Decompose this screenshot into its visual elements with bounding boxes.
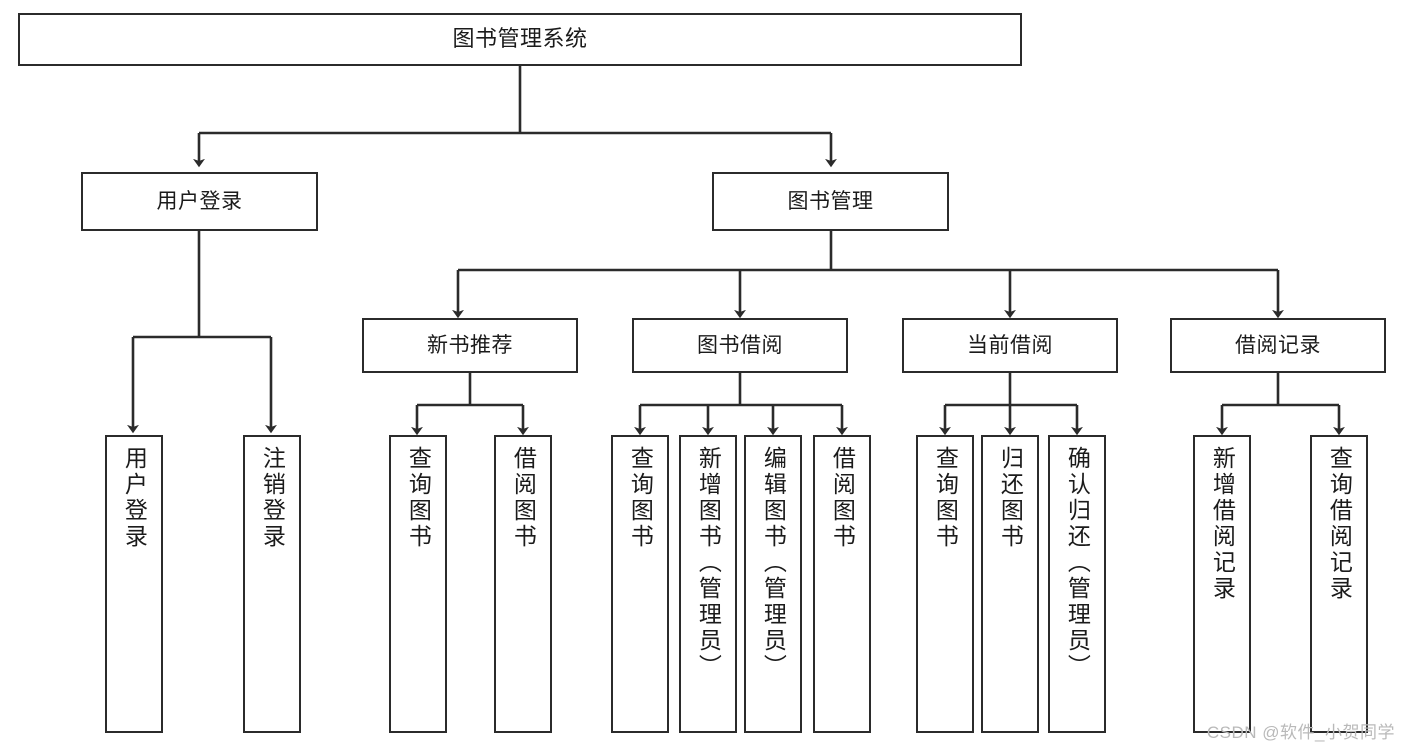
node-label: 查询图书 [405,446,432,550]
node-label: 图书管理 [787,189,874,213]
leaf-confirm-return-admin[interactable]: 确认归还（管理员） [1048,435,1106,733]
node-label: 查询图书 [627,446,654,550]
leaf-query-book-current[interactable]: 查询图书 [916,435,974,733]
node-label: 注销登录 [259,446,286,550]
leaf-add-borrow-record[interactable]: 新增借阅记录 [1193,435,1251,733]
node-user-login[interactable]: 用户登录 [81,172,318,231]
leaf-query-book-new[interactable]: 查询图书 [389,435,447,733]
leaf-query-book-borrow[interactable]: 查询图书 [611,435,669,733]
node-label: 当前借阅 [967,333,1053,357]
node-label: 图书借阅 [697,333,783,357]
node-label: 借阅图书 [829,446,856,550]
node-current-borrow[interactable]: 当前借阅 [902,318,1118,373]
node-book-borrow[interactable]: 图书借阅 [632,318,848,373]
node-label: 确认归还（管理员） [1064,446,1091,680]
leaf-edit-book-admin[interactable]: 编辑图书（管理员） [744,435,802,733]
node-label: 借阅记录 [1235,333,1321,357]
node-new-book-recommend[interactable]: 新书推荐 [362,318,578,373]
leaf-borrow-book[interactable]: 借阅图书 [813,435,871,733]
leaf-borrow-book-new[interactable]: 借阅图书 [494,435,552,733]
leaf-user-login[interactable]: 用户登录 [105,435,163,733]
node-label: 新增借阅记录 [1209,446,1236,602]
node-label: 查询图书 [932,446,959,550]
node-label: 用户登录 [121,446,148,550]
node-label: 编辑图书（管理员） [760,446,787,680]
node-label: 用户登录 [156,189,243,213]
leaf-logout[interactable]: 注销登录 [243,435,301,733]
node-label: 新书推荐 [427,333,513,357]
node-label: 图书管理系统 [452,26,588,52]
leaf-query-borrow-record[interactable]: 查询借阅记录 [1310,435,1368,733]
node-book-management[interactable]: 图书管理 [712,172,949,231]
node-label: 借阅图书 [510,446,537,550]
leaf-add-book-admin[interactable]: 新增图书（管理员） [679,435,737,733]
node-borrow-record[interactable]: 借阅记录 [1170,318,1386,373]
node-root-library-system[interactable]: 图书管理系统 [18,13,1022,66]
leaf-return-book[interactable]: 归还图书 [981,435,1039,733]
csdn-watermark: CSDN @软件_小贺同学 [1206,723,1395,742]
node-label: 归还图书 [997,446,1024,550]
node-label: 新增图书（管理员） [695,446,722,680]
node-label: 查询借阅记录 [1326,446,1353,602]
